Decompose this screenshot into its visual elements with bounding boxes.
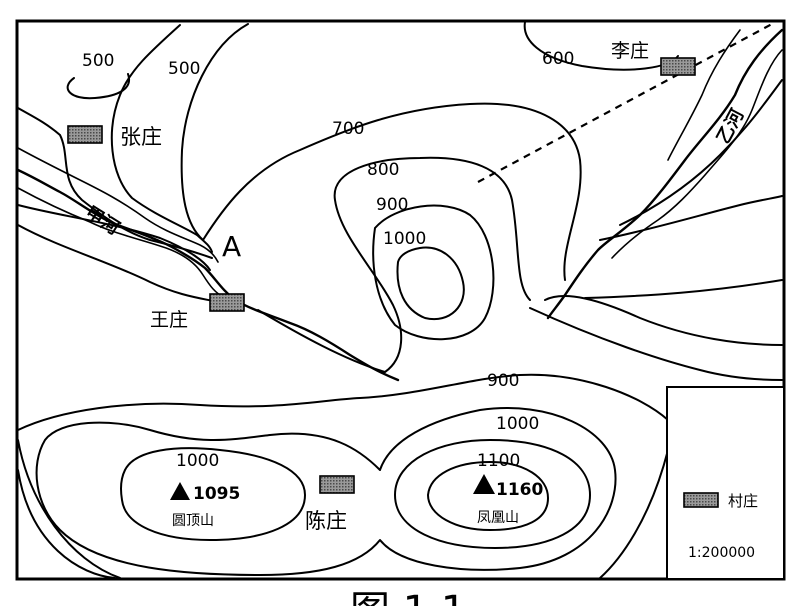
legend-village-label: 村庄 xyxy=(728,492,758,510)
contour-700 xyxy=(180,23,582,281)
river-yi xyxy=(546,28,784,320)
contour-yuanding-1000 xyxy=(120,447,306,541)
contour-south-main xyxy=(35,407,617,576)
river-jia-bank-south xyxy=(17,187,226,299)
village-zhangzhuang-marker xyxy=(67,125,103,144)
contour-label-500: 500 xyxy=(168,59,200,79)
contour-label-700: 700 xyxy=(332,119,364,139)
legend: 村庄 1:200000 xyxy=(666,386,785,580)
contour-south-900 xyxy=(17,373,669,431)
river-jia-bank-north xyxy=(17,147,219,263)
village-wangzhuang-label: 王庄 xyxy=(150,309,188,331)
peak-yuanding-triangle xyxy=(170,482,190,500)
contour-east-4 xyxy=(599,195,783,241)
village-lizhuang-label: 李庄 xyxy=(611,40,649,62)
contour-east-1 xyxy=(544,295,783,346)
contour-label-1000: 1000 xyxy=(176,451,219,471)
contour-lines xyxy=(17,21,783,579)
village-zhangzhuang-label: 张庄 xyxy=(120,125,162,149)
legend-village-marker xyxy=(683,492,719,508)
village-chenzhuang-label: 陈庄 xyxy=(305,509,347,533)
contour-south-lower xyxy=(17,469,116,579)
contour-800-inner xyxy=(257,156,531,373)
peak-fenghuang-triangle xyxy=(473,474,495,494)
rivers xyxy=(16,28,784,382)
contour-label-1100: 1100 xyxy=(477,451,520,471)
contour-left-lower xyxy=(17,204,211,271)
contour-east-3 xyxy=(584,279,783,299)
figure-caption: 图 1 1 xyxy=(350,588,466,606)
legend-scale: 1:200000 xyxy=(688,545,755,561)
peak-yuanding-name: 圆顶山 xyxy=(172,513,214,529)
contour-500-small xyxy=(66,73,131,100)
village-lizhuang-marker xyxy=(660,57,696,76)
village-chenzhuang-marker xyxy=(319,475,355,494)
contour-fenghuang-1000 xyxy=(394,439,591,549)
peak-yuanding-elevation: 1095 xyxy=(193,484,240,504)
map-frame xyxy=(15,19,786,581)
contour-label-900: 900 xyxy=(376,195,408,215)
contour-fenghuang-1100 xyxy=(427,461,549,531)
point-a-label: A xyxy=(222,230,241,263)
river-yi-bank-east xyxy=(611,49,783,259)
contour-south-outer xyxy=(17,439,669,579)
dashed-route-line xyxy=(477,23,773,183)
contour-label-600: 600 xyxy=(542,49,574,69)
contour-left-bottom xyxy=(17,224,219,303)
legend-box xyxy=(666,386,785,580)
peak-fenghuang-elevation: 1160 xyxy=(496,480,543,500)
river-yi-bank-west xyxy=(667,29,741,161)
contour-label-1000: 1000 xyxy=(383,229,426,249)
contour-label-1000: 1000 xyxy=(496,414,539,434)
contour-east-5 xyxy=(619,79,783,226)
contour-1000-inner xyxy=(396,246,465,321)
river-jia xyxy=(16,168,400,382)
peak-fenghuang-name: 凤凰山 xyxy=(477,510,519,526)
contour-east-2 xyxy=(529,307,783,381)
contour-900-inner xyxy=(372,204,495,341)
contour-label-900: 900 xyxy=(487,371,519,391)
contour-500-left xyxy=(17,107,213,259)
contour-label-800: 800 xyxy=(367,160,399,180)
contour-label-500: 500 xyxy=(82,51,114,71)
village-wangzhuang-marker xyxy=(209,293,245,312)
